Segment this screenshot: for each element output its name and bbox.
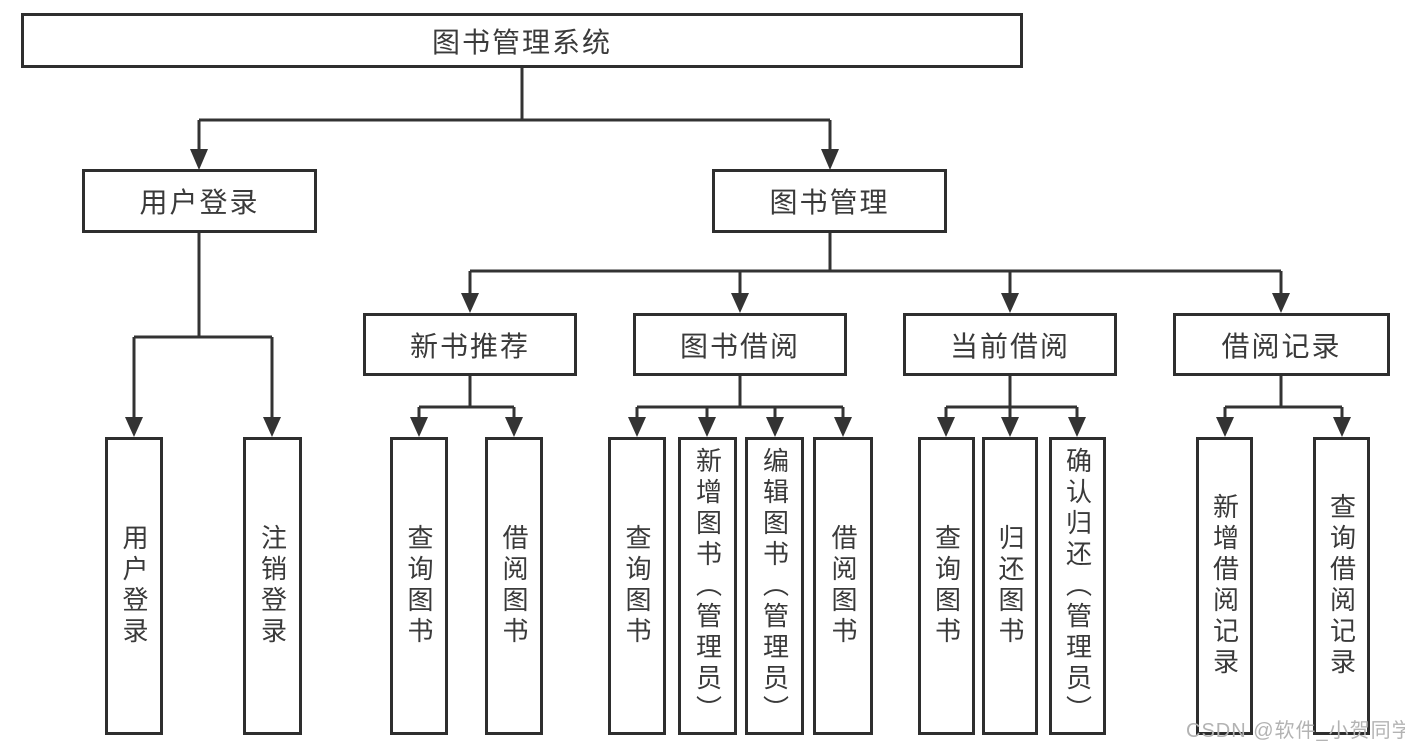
node-new-book-recommend: 新书推荐 (363, 313, 577, 376)
node-library-system: 图书管理系统 (21, 13, 1023, 68)
node-add-borrow-record: 新增借阅记录 (1196, 437, 1253, 735)
node-current-borrow: 当前借阅 (903, 313, 1117, 376)
node-query-borrow-record: 查询借阅记录 (1313, 437, 1370, 735)
node-borrow-records: 借阅记录 (1173, 313, 1390, 376)
node-query-books-recommend: 查询图书 (390, 437, 448, 735)
node-borrow-books-recommend: 借阅图书 (485, 437, 543, 735)
node-book-management: 图书管理 (712, 169, 947, 233)
node-confirm-return-admin: 确认归还（管理员） (1049, 437, 1106, 735)
node-return-book: 归还图书 (982, 437, 1038, 735)
node-add-book-admin: 新增图书（管理员） (678, 437, 737, 735)
node-borrow-books-leaf: 借阅图书 (813, 437, 873, 735)
node-logout-leaf: 注销登录 (243, 437, 302, 735)
node-query-books-borrow: 查询图书 (608, 437, 666, 735)
arrowheads (125, 149, 1351, 437)
node-login-leaf: 用户登录 (105, 437, 163, 735)
node-user-login: 用户登录 (82, 169, 317, 233)
node-query-books-current: 查询图书 (918, 437, 975, 735)
csdn-watermark: CSDN @软件_小贺同学 (1186, 720, 1405, 742)
node-book-borrow: 图书借阅 (633, 313, 847, 376)
node-edit-book-admin: 编辑图书（管理员） (745, 437, 804, 735)
